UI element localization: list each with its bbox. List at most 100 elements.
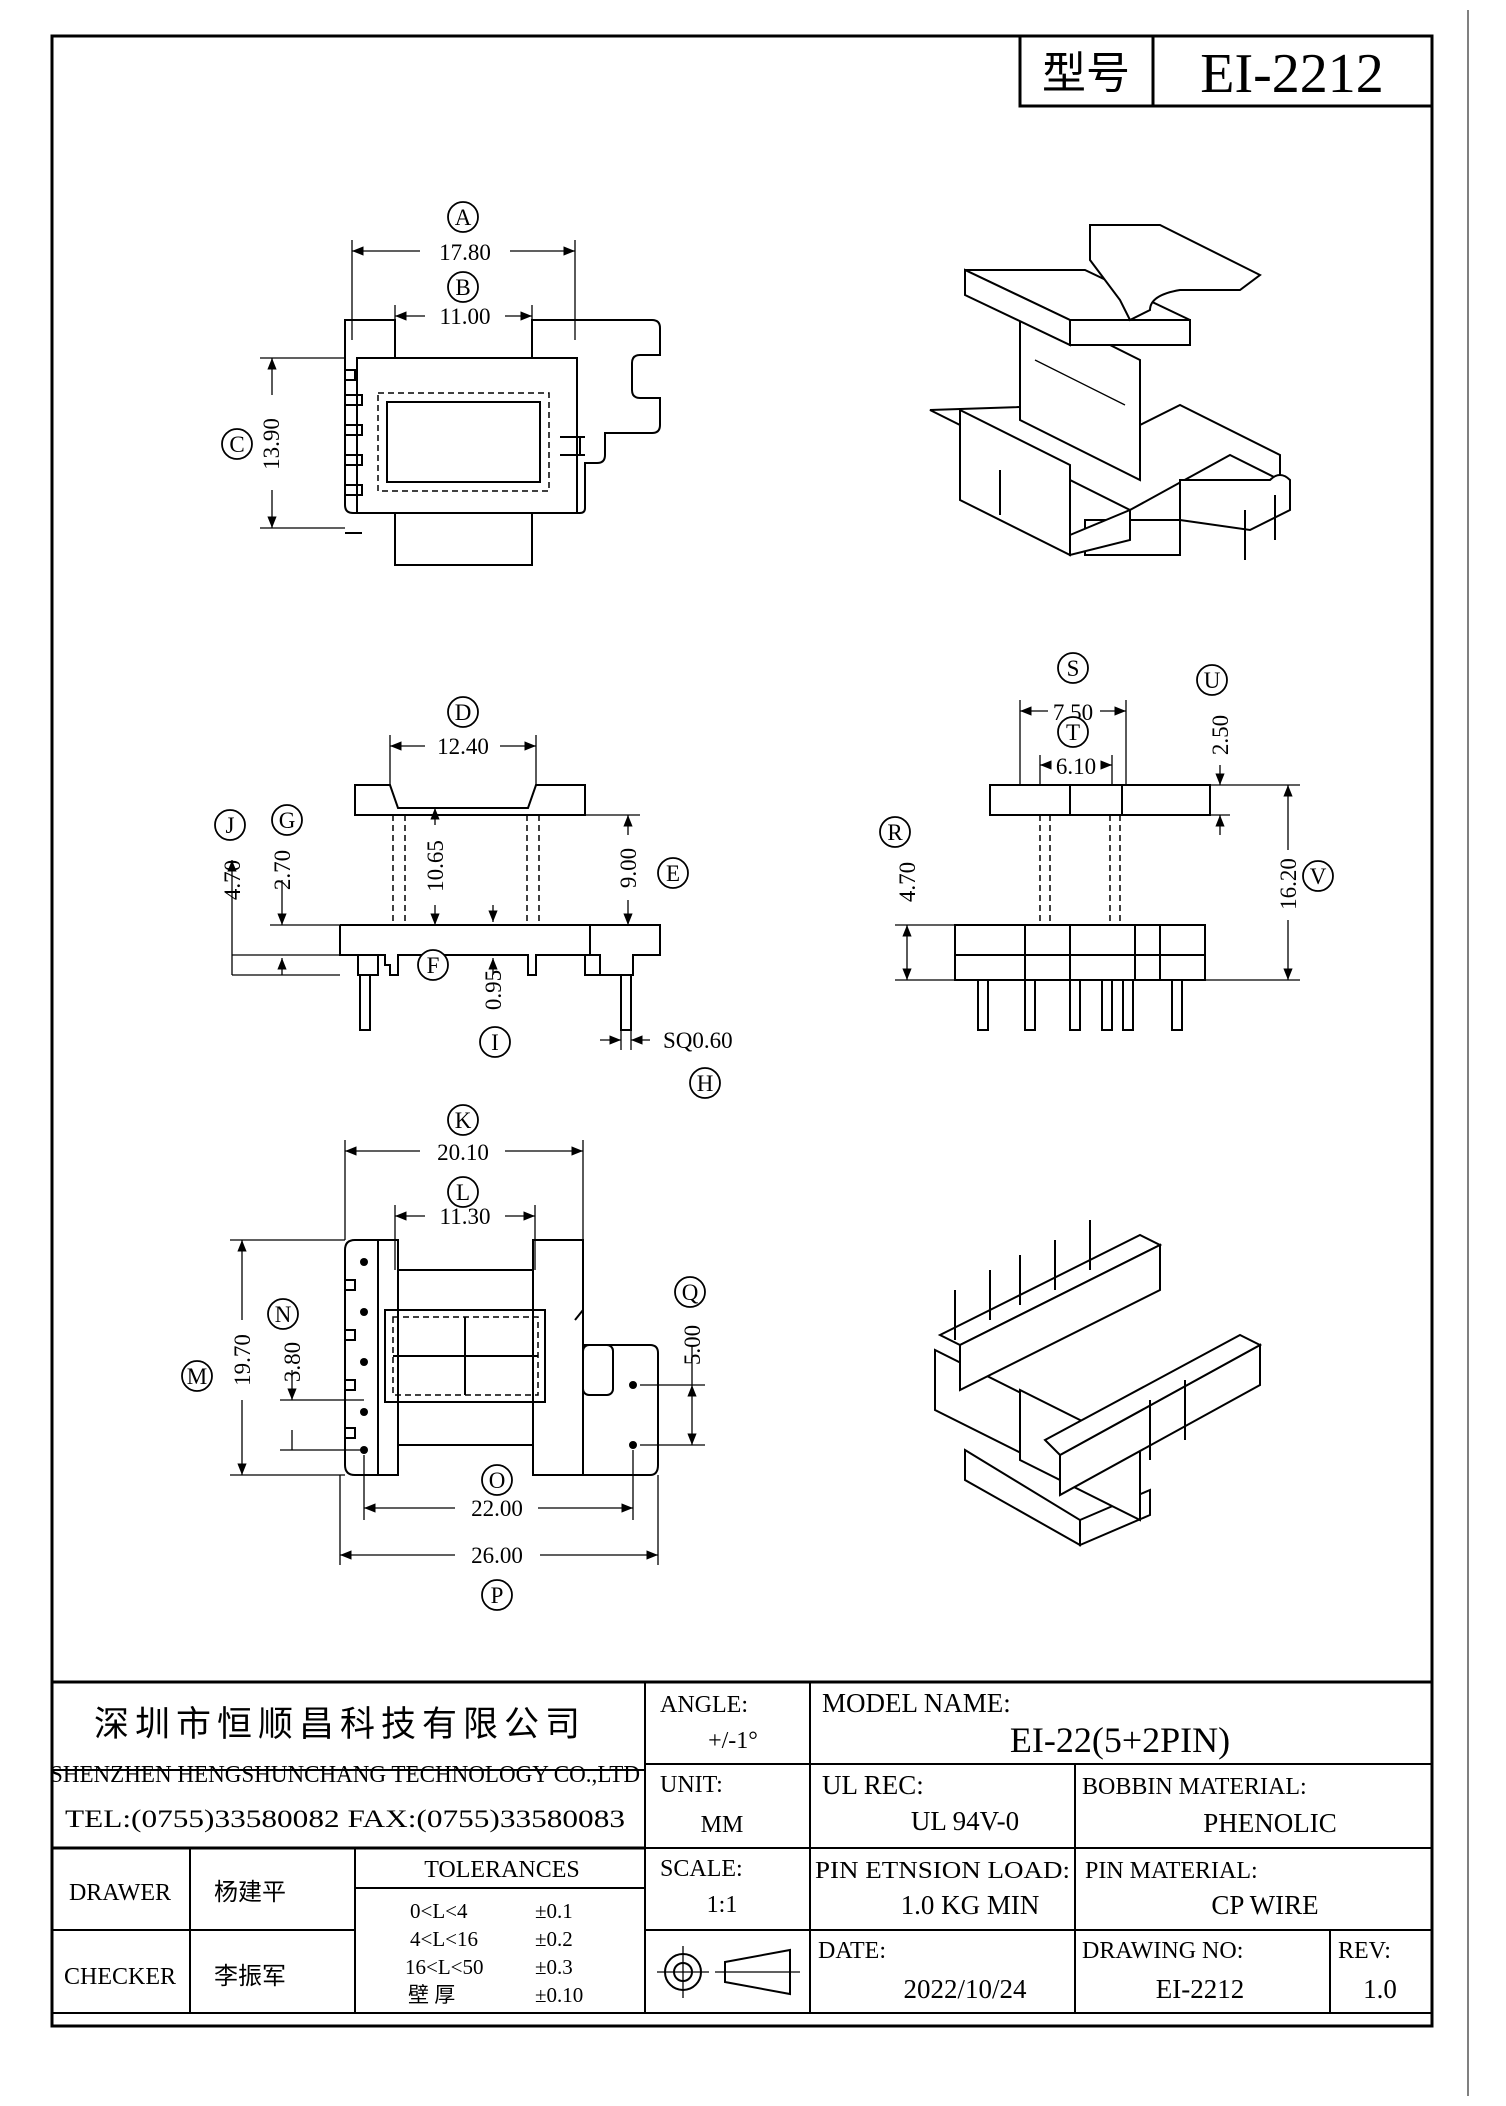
scale-value: 1:1 (707, 1892, 738, 1918)
title-block: 深圳市恒顺昌科技有限公司 SHENZHEN HENGSHUNCHANG TECH… (50, 1680, 1432, 2014)
bottom-view: 20.10 11.30 19.70 3.80 5.00 22.00 26.00 (230, 1140, 705, 1568)
svg-text:B: B (455, 275, 470, 300)
rev-label: REV: (1338, 1938, 1391, 1964)
callout-C: C (221, 428, 253, 460)
isometric-view-top (929, 224, 1291, 560)
tolerance-value-2: ±0.2 (535, 1927, 573, 1951)
callout-G: G (271, 804, 303, 836)
callout-U: U (1196, 664, 1228, 696)
dim-E: 9.00 (616, 848, 641, 888)
bobbin-material-value: PHENOLIC (1203, 1808, 1337, 1838)
ul-rec-value: UL 94V-0 (911, 1806, 1019, 1836)
callout-D: D (447, 696, 479, 728)
callout-E: E (657, 857, 689, 889)
svg-text:G: G (279, 808, 296, 833)
date-value: 2022/10/24 (903, 1974, 1027, 2004)
tolerance-range-4: 壁 厚 (408, 1983, 455, 2007)
callout-J: J (214, 809, 246, 841)
dim-I: 0.95 (481, 970, 506, 1010)
tolerance-range-1: 0<L<4 (410, 1899, 468, 1923)
callout-R: R (879, 816, 911, 848)
dim-O: 22.00 (471, 1496, 523, 1521)
dim-J: 4.70 (220, 860, 245, 900)
dim-N: 3.80 (280, 1342, 305, 1382)
dim-K: 20.10 (437, 1140, 489, 1165)
isometric-view-bottom (934, 1220, 1263, 1547)
svg-text:R: R (887, 820, 903, 845)
callout-M: M (181, 1360, 213, 1392)
dim-H: SQ0.60 (663, 1028, 733, 1053)
dim-L: 11.30 (440, 1204, 491, 1229)
drawing-no-value: EI-2212 (1156, 1974, 1244, 2004)
company-cn: 深圳市恒顺昌科技有限公司 (94, 1705, 586, 1744)
checker-name: 李振军 (214, 1963, 286, 1990)
svg-text:N: N (275, 1302, 292, 1327)
svg-text:P: P (491, 1583, 504, 1608)
side-view: 7.50 6.10 2.50 16.20 4.70 (895, 700, 1301, 1031)
front-view: 12.40 9.00 10.65 2.70 4.70 0.95 SQ0.60 (220, 734, 733, 1053)
date-label: DATE: (818, 1938, 886, 1964)
checker-label: CHECKER (64, 1964, 176, 1990)
model-label: 型号 (1042, 49, 1130, 98)
callout-K: K (447, 1104, 479, 1136)
dim-D: 12.40 (437, 734, 489, 759)
model-value: EI-2212 (1200, 43, 1384, 105)
drawing-border (50, 34, 1434, 2028)
dim-U: 2.50 (1208, 715, 1233, 755)
drawer-name: 杨建平 (214, 1879, 286, 1906)
svg-text:V: V (1310, 864, 1327, 889)
svg-text:O: O (489, 1468, 506, 1493)
svg-text:F: F (427, 953, 440, 978)
tolerance-range-2: 4<L<16 (410, 1927, 478, 1951)
callout-I: I (479, 1026, 511, 1058)
svg-text:C: C (229, 432, 244, 457)
dim-F: 10.65 (423, 840, 448, 892)
angle-label: ANGLE: (660, 1692, 748, 1718)
company-contact: TEL:(0755)33580082 FAX:(0755)33580083 (65, 1806, 625, 1833)
svg-text:T: T (1066, 720, 1080, 745)
tolerance-range-3: 16<L<50 (405, 1955, 484, 1979)
dim-M: 19.70 (230, 1334, 255, 1386)
tolerance-value-4: ±0.10 (535, 1983, 583, 2007)
pin-material-label: PIN MATERIAL: (1085, 1858, 1258, 1884)
callout-B: B (447, 271, 479, 303)
svg-text:I: I (491, 1030, 499, 1055)
dim-Q: 5.00 (680, 1325, 705, 1365)
svg-text:D: D (455, 700, 472, 725)
callout-V: V (1302, 860, 1334, 892)
pin-load-value: 1.0 KG MIN (901, 1890, 1040, 1920)
model-box: 型号 EI-2212 (1018, 34, 1434, 108)
callout-H: H (689, 1067, 721, 1099)
dim-B: 11.00 (440, 304, 491, 329)
tolerance-value-1: ±0.1 (535, 1899, 573, 1923)
pin-material-value: CP WIRE (1211, 1890, 1318, 1920)
callout-T: T (1057, 716, 1089, 748)
callout-O: O (481, 1464, 513, 1496)
model-name-value: EI-22(5+2PIN) (1010, 1720, 1230, 1760)
angle-value: +/-1° (708, 1728, 758, 1754)
tolerances-label: TOLERANCES (424, 1857, 580, 1883)
callout-F: F (417, 949, 449, 981)
svg-text:L: L (456, 1180, 470, 1205)
projection-symbol (657, 1946, 800, 1998)
callout-L: L (447, 1176, 479, 1208)
callout-A: A (447, 201, 479, 233)
svg-text:Q: Q (682, 1280, 699, 1305)
scale-label: SCALE: (660, 1856, 743, 1882)
callout-S: S (1057, 652, 1089, 684)
svg-text:A: A (455, 205, 472, 230)
drawer-label: DRAWER (69, 1880, 171, 1906)
dim-V: 16.20 (1276, 858, 1301, 910)
svg-text:S: S (1067, 656, 1080, 681)
rev-value: 1.0 (1363, 1974, 1397, 2004)
callout-Q: Q (674, 1276, 706, 1308)
drawing-no-label: DRAWING NO: (1082, 1938, 1243, 1964)
dim-P: 26.00 (471, 1543, 523, 1568)
dim-C: 13.90 (259, 418, 284, 470)
callout-N: N (267, 1298, 299, 1330)
top-view: 17.80 11.00 13.90 (259, 240, 661, 566)
dim-R: 4.70 (895, 862, 920, 902)
dim-A: 17.80 (439, 240, 491, 265)
pin-load-label: PIN ETNSION LOAD: (815, 1858, 1070, 1884)
